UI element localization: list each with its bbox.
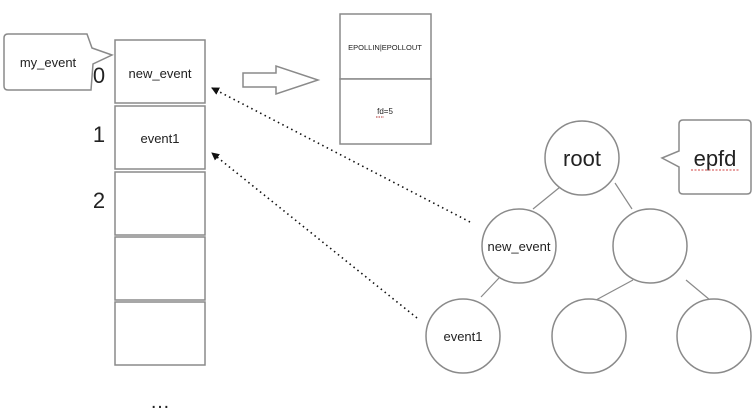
- event-fd-cell: [339, 78, 432, 145]
- my-event-callout: my_event: [3, 33, 114, 91]
- rb-tree: root new_event event1: [425, 120, 752, 374]
- tree-node-event1: [425, 298, 501, 374]
- array-cell-0: [114, 39, 206, 104]
- hollow-right-arrow-icon: [242, 64, 321, 96]
- array-cell-1-label: event1: [140, 131, 179, 146]
- event-array: new_event event1: [114, 39, 206, 366]
- array-index-2: 2: [93, 188, 105, 213]
- tree-node-new-event-label: new_event: [488, 239, 551, 254]
- event-fd-label: fd=5: [377, 107, 393, 116]
- edge-root-right: [614, 182, 633, 210]
- pointer-event1-arrow: [211, 152, 418, 319]
- event-flags-label: EPOLLIN|EPOLLOUT: [348, 43, 422, 52]
- array-index-0: 0: [93, 63, 105, 88]
- event-flags-cell: [339, 13, 432, 80]
- tree-node-root: [544, 120, 620, 196]
- tree-edges: [480, 182, 711, 301]
- epfd-label: epfd: [694, 146, 737, 171]
- array-cell-2: [114, 171, 206, 236]
- tree-node-root-label: root: [563, 146, 601, 171]
- epfd-callout: epfd: [660, 119, 752, 195]
- pointer-new-event-arrow: [211, 87, 471, 223]
- tree-node-right-right: [676, 298, 752, 374]
- tree-node-right-left: [551, 298, 627, 374]
- edge-right-rightright: [685, 279, 711, 301]
- array-cell-3: [114, 236, 206, 301]
- edge-right-rightleft: [595, 279, 634, 301]
- array-cell-4: [114, 301, 206, 366]
- tree-node-event1-label: event1: [443, 329, 482, 344]
- array-cell-1: [114, 105, 206, 170]
- epfd-callout-shape: [660, 119, 752, 195]
- edge-left-leftleft: [480, 277, 500, 298]
- tree-node-right: [612, 208, 688, 284]
- my-event-callout-shape: [3, 33, 114, 91]
- tree-node-new-event: [481, 208, 557, 284]
- array-cell-0-label: new_event: [129, 66, 192, 81]
- event-detail-box: EPOLLIN|EPOLLOUT fd=5: [339, 13, 432, 145]
- my-event-label: my_event: [20, 55, 77, 70]
- array-ellipsis: …: [150, 391, 170, 413]
- array-index-1: 1: [93, 122, 105, 147]
